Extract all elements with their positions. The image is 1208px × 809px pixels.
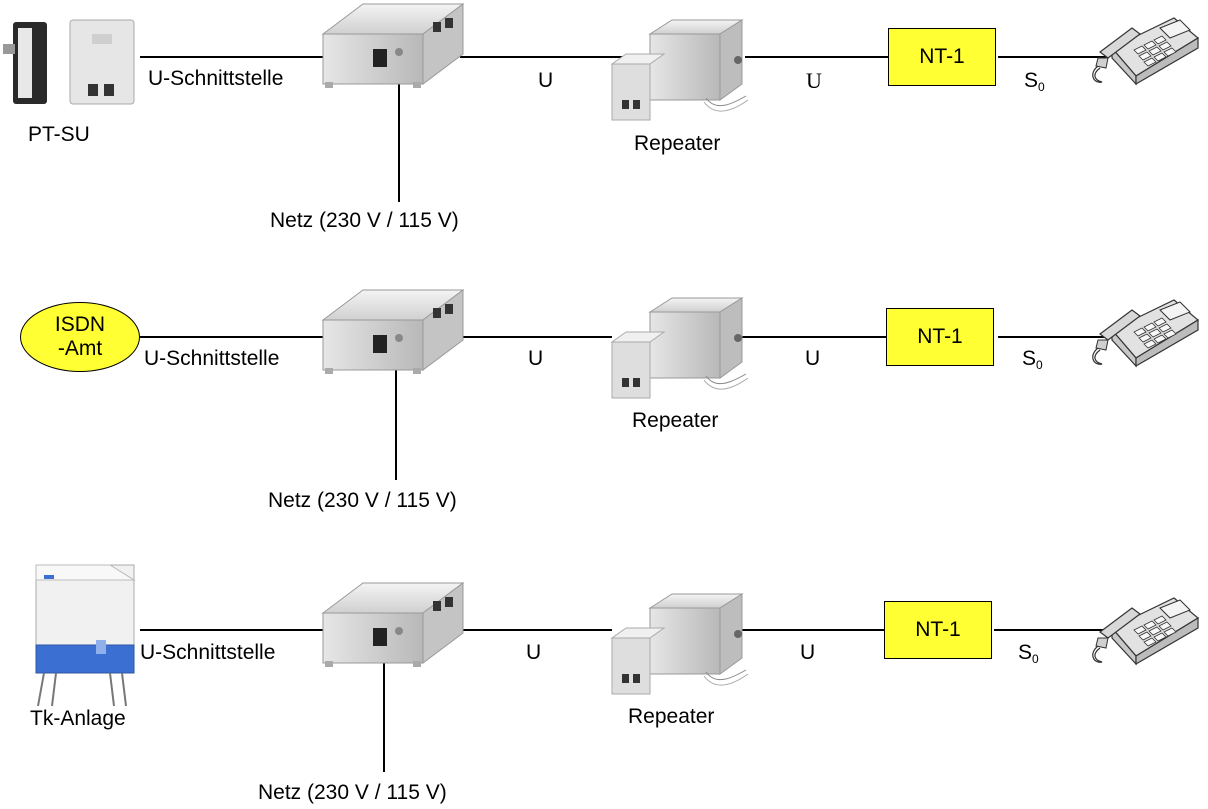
repeater-icon — [611, 297, 749, 399]
isdn-label: ISDN — [54, 312, 106, 336]
s0-label: S0 — [1022, 347, 1043, 372]
repeater-icon — [611, 19, 749, 121]
u-link-label: U — [805, 347, 821, 370]
row-3-lines — [140, 629, 1106, 772]
nt-1-box: NT-1 — [888, 28, 996, 86]
nt-1-box: NT-1 — [886, 308, 994, 366]
telephone-icon — [1092, 17, 1199, 85]
u-link-label: U — [800, 641, 816, 664]
repeater-icon — [611, 593, 749, 695]
source-label-pt-su: PT-SU — [28, 123, 90, 146]
pt-su-device-icon — [3, 19, 135, 105]
u-link-label: U — [528, 347, 544, 370]
power-label: Netz (230 V / 115 V) — [268, 489, 457, 512]
power-box-icon — [322, 289, 464, 375]
u-interface-label: U-Schnittstelle — [140, 641, 276, 664]
repeater-label: Repeater — [628, 705, 715, 728]
u-link-label: U — [806, 68, 822, 93]
power-label: Netz (230 V / 115 V) — [258, 781, 447, 804]
u-interface-label: U-Schnittstelle — [144, 347, 280, 370]
power-label: Netz (230 V / 115 V) — [270, 209, 459, 232]
s0-label: S0 — [1024, 69, 1045, 94]
isdn-exchange-ellipse: ISDN -Amt — [20, 302, 140, 372]
telephone-icon — [1092, 299, 1199, 367]
s0-label: S0 — [1018, 641, 1039, 666]
nt-1-box: NT-1 — [884, 601, 992, 659]
u-link-label: U — [538, 69, 554, 92]
pbx-cabinet-icon — [35, 564, 136, 707]
telephone-icon — [1092, 597, 1199, 665]
power-box-icon — [322, 3, 464, 89]
u-interface-label: U-Schnittstelle — [148, 67, 284, 90]
power-box-icon — [322, 582, 464, 668]
repeater-label: Repeater — [632, 409, 719, 432]
row-2-lines — [140, 336, 1106, 480]
nt-1-label: NT-1 — [915, 618, 961, 641]
u-link-label: U — [526, 641, 542, 664]
source-label-tk-anlage: Tk-Anlage — [30, 707, 126, 730]
amt-label: -Amt — [57, 337, 103, 360]
nt-1-label: NT-1 — [917, 325, 963, 348]
row-1-lines — [140, 56, 1106, 202]
repeater-label: Repeater — [634, 132, 721, 155]
nt-1-label: NT-1 — [919, 45, 965, 68]
